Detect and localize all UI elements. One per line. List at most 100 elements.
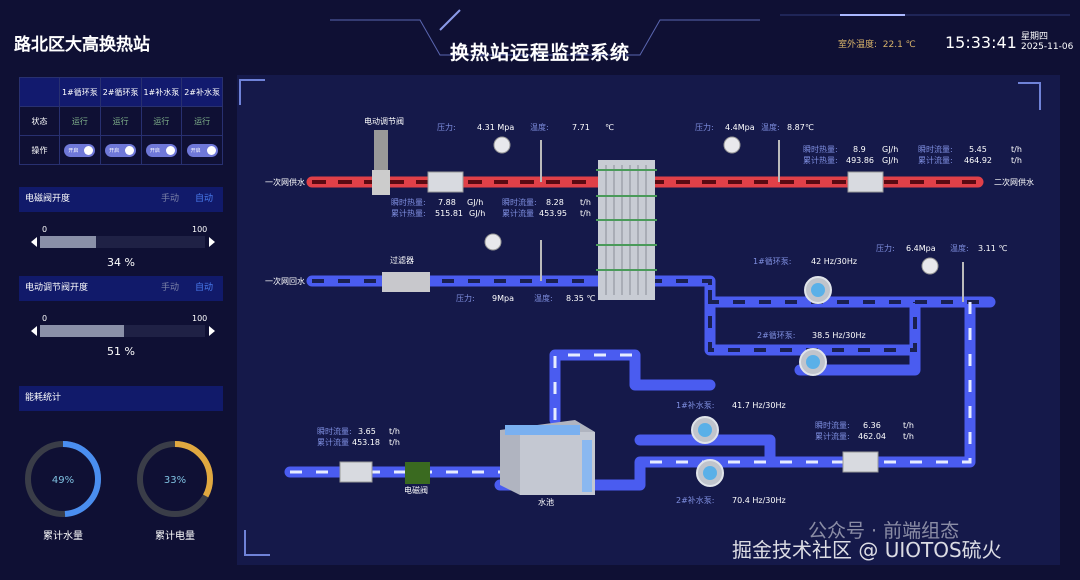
clock-time: 15:33:41 [945, 33, 1017, 52]
svg-text:3.65: 3.65 [358, 427, 376, 436]
svg-text:℃: ℃ [605, 123, 614, 132]
svg-text:1#循环泵:: 1#循环泵: [753, 256, 792, 266]
pump-toggle[interactable]: 开启 [145, 143, 177, 157]
reg-valve-header: 电动调节阀开度手动自动 [19, 276, 223, 301]
svg-text:2#补水泵:: 2#补水泵: [676, 495, 715, 505]
svg-text:t/h: t/h [580, 198, 591, 207]
svg-text:t/h: t/h [1011, 145, 1022, 154]
svg-text:493.86: 493.86 [846, 156, 874, 165]
svg-text:温度:: 温度: [530, 122, 549, 132]
col-header: 1#补水泵 [140, 77, 183, 107]
decrease-arrow-icon[interactable] [31, 237, 37, 247]
water-percent: 49% [52, 475, 74, 486]
pump-toggle[interactable]: 开启 [186, 143, 218, 157]
svg-text:温度:: 温度: [534, 293, 553, 303]
svg-text:瞬时流量:: 瞬时流量: [815, 420, 850, 430]
svg-text:累计流量: 累计流量 [502, 208, 534, 218]
increase-arrow-icon[interactable] [209, 237, 215, 247]
solenoid-valve-header: 电磁阀开度手动自动 [19, 187, 223, 212]
pump-status: 运行 [181, 106, 223, 136]
increase-arrow-icon[interactable] [209, 326, 215, 336]
scale-max: 100 [192, 314, 208, 323]
svg-text:瞬时流量:: 瞬时流量: [918, 144, 953, 154]
power-label: 累计电量 [155, 531, 195, 542]
heat-exchanger [596, 160, 657, 300]
header-decoration [330, 9, 1070, 56]
svg-text:t/h: t/h [389, 427, 400, 436]
pressure-1: 4.31 Mpa [477, 123, 514, 132]
reg-valve-value: 51 % [107, 345, 135, 358]
solenoid-value: 34 % [107, 256, 135, 269]
svg-text:7.88: 7.88 [438, 198, 456, 207]
svg-text:累计流量: 累计流量 [317, 437, 349, 447]
svg-text:瞬时流量:: 瞬时流量: [502, 197, 537, 207]
svg-text:t/h: t/h [1011, 156, 1022, 165]
power-donut-arc [137, 441, 213, 517]
pressure-gauge-icon [921, 257, 939, 275]
svg-text:瞬时流量:: 瞬时流量: [317, 426, 352, 436]
flow-meter [339, 461, 373, 483]
svg-text:GJ/h: GJ/h [467, 198, 483, 207]
pump-toggle[interactable]: 开启 [105, 143, 137, 157]
svg-text:t/h: t/h [580, 209, 591, 218]
reg-valve-slider[interactable] [40, 325, 205, 337]
manual-button[interactable]: 手动 [160, 283, 179, 293]
svg-text:累计流量:: 累计流量: [918, 155, 953, 165]
svg-text:t/h: t/h [389, 438, 400, 447]
auto-button[interactable]: 自动 [194, 283, 213, 293]
svg-text:8.9: 8.9 [853, 145, 866, 154]
watermark: 掘金技术社区 @ UIOTOS硫火 [732, 538, 1002, 562]
svg-text:GJ/h: GJ/h [882, 145, 898, 154]
svg-text:2#循环泵:: 2#循环泵: [757, 330, 796, 340]
pump-toggle[interactable]: 开启 [64, 143, 96, 157]
temperature-3: 8.35 ℃ [566, 294, 595, 303]
solenoid-valve [405, 462, 430, 484]
pump1-frequency: 42 Hz/30Hz [811, 257, 857, 266]
flow-meter [427, 171, 464, 193]
solenoid-label: 电磁阀 [404, 485, 428, 495]
water-donut: 49% [25, 441, 101, 517]
primary-return-label: 一次网回水 [265, 276, 305, 286]
svg-text:5.45: 5.45 [969, 145, 987, 154]
svg-text:温度:: 温度: [761, 122, 780, 132]
svg-text:t/h: t/h [903, 432, 914, 441]
solenoid-slider[interactable] [40, 236, 205, 248]
pressure-gauge-icon [493, 136, 511, 154]
flow-meter [847, 171, 884, 193]
scale-min: 0 [42, 225, 48, 234]
date: 2025-11-06 [1021, 42, 1074, 52]
svg-text:t/h: t/h [903, 421, 914, 430]
scale-min: 0 [42, 314, 48, 323]
svg-text:453.95: 453.95 [539, 209, 567, 218]
decrease-arrow-icon[interactable] [31, 326, 37, 336]
manual-button[interactable]: 手动 [160, 194, 179, 204]
pressure-4: 6.4Mpa [906, 244, 936, 253]
auto-button[interactable]: 自动 [194, 194, 213, 204]
temperature-1: 7.71 [572, 123, 590, 132]
svg-text:累计热量:: 累计热量: [391, 208, 426, 218]
power-percent: 33% [164, 475, 186, 486]
svg-text:462.04: 462.04 [858, 432, 886, 441]
return-pipes [284, 275, 996, 491]
pump2-frequency: 38.5 Hz/30Hz [812, 331, 866, 340]
svg-text:温度:: 温度: [950, 243, 969, 253]
power-donut: 33% [137, 441, 213, 517]
col-header: 1#循环泵 [59, 77, 101, 107]
pressure-3: 9Mpa [492, 294, 514, 303]
temperature-4: 3.11 ℃ [978, 244, 1007, 253]
svg-text:GJ/h: GJ/h [469, 209, 485, 218]
makeup1-frequency: 41.7 Hz/30Hz [732, 401, 786, 410]
pressure-gauge-icon [723, 136, 741, 154]
svg-text:6.36: 6.36 [863, 421, 881, 430]
primary-supply-label: 一次网供水 [265, 177, 305, 187]
svg-text:464.92: 464.92 [964, 156, 992, 165]
station-name: 路北区大高换热站 [14, 35, 150, 55]
watermark: 公众号 · 前端组态 [808, 520, 960, 542]
secondary-supply-label: 二次网供水 [994, 177, 1034, 187]
pressure-2: 4.4Mpa [725, 123, 755, 132]
water-tank [500, 420, 595, 495]
